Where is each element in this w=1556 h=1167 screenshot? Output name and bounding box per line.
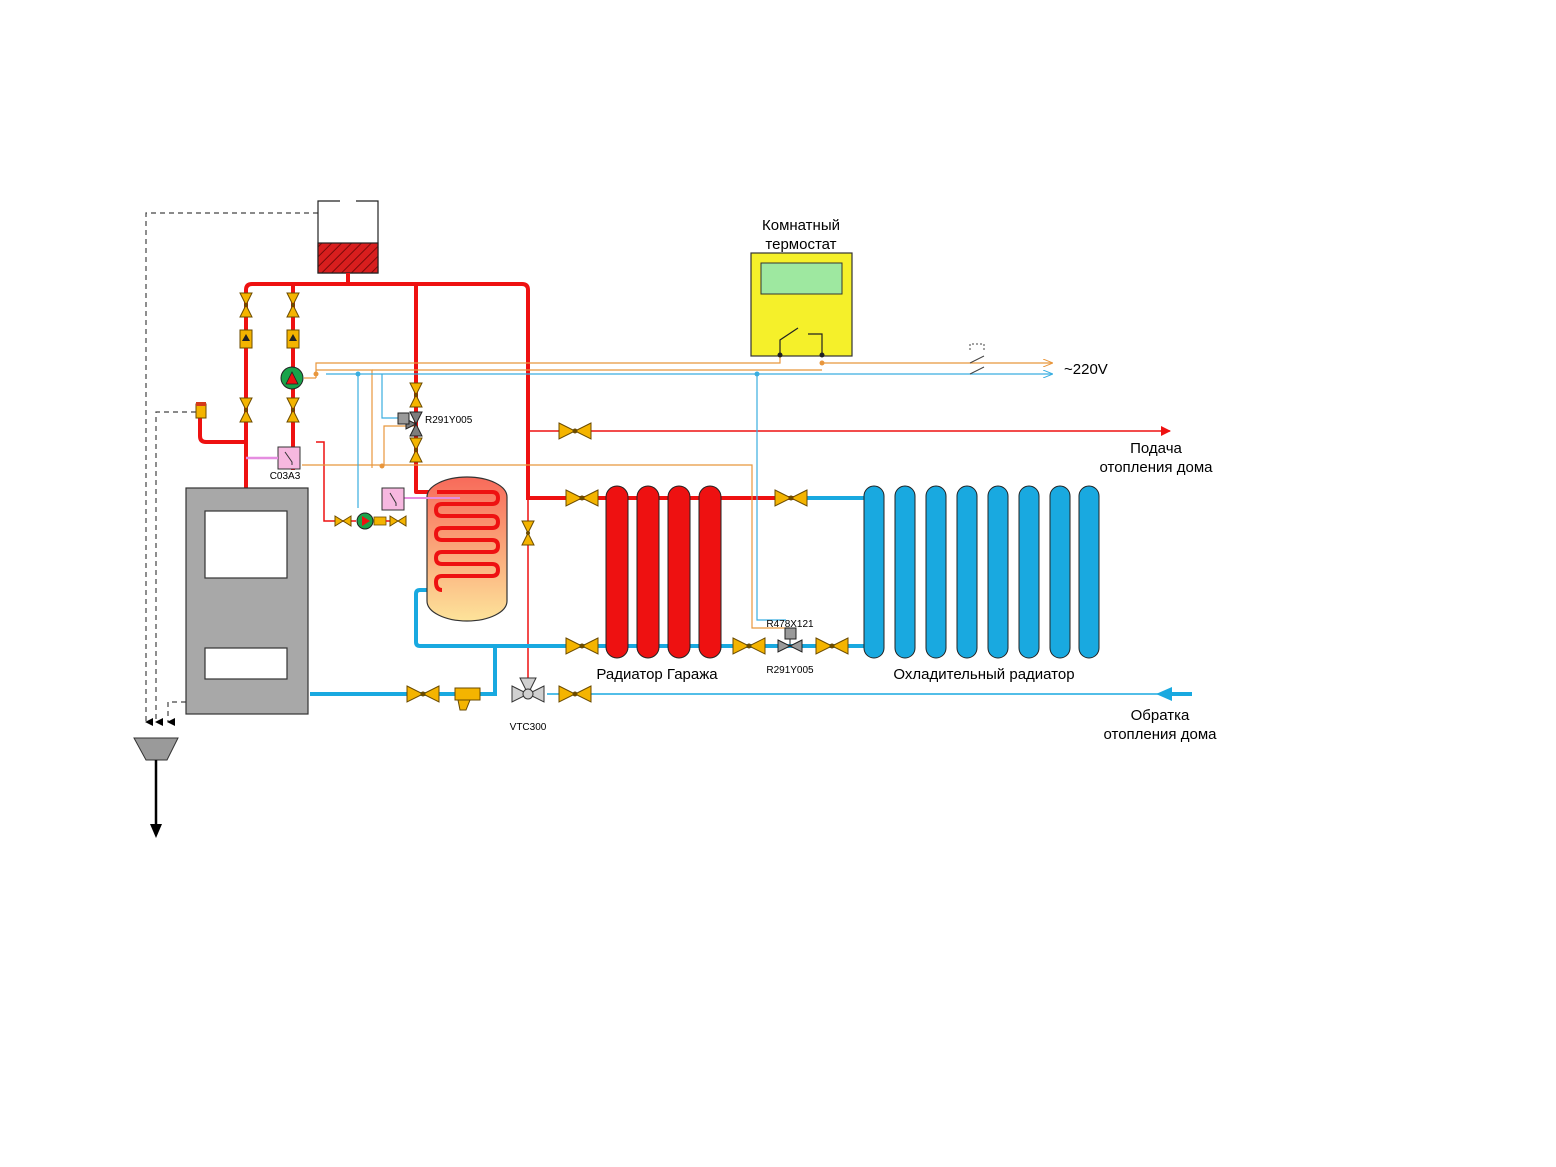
- valve-r291-top-label: R291Y005: [425, 415, 473, 426]
- three-way-valve-top-icon: [397, 411, 423, 437]
- mixing-valve-vtc300-icon: [511, 677, 545, 703]
- boiler: [185, 487, 309, 715]
- supply-label-line2: отопления дома: [1100, 459, 1214, 476]
- sensor-c03a3-icon: [246, 446, 301, 470]
- garage-radiator: [605, 485, 722, 659]
- expansion-tank: [317, 200, 379, 274]
- sensor-c03a3-label: C03A3: [270, 471, 301, 482]
- check-valve-left-icon: [239, 329, 253, 349]
- supply-label-line1: Подача: [1130, 440, 1182, 457]
- line-junctions: [313, 360, 825, 469]
- drain-funnel: [133, 737, 179, 838]
- strainer-icon: [454, 687, 481, 711]
- check-valve-right-icon: [286, 329, 300, 349]
- drain-lines: [145, 212, 318, 726]
- return-arrow: [1156, 687, 1192, 701]
- zone-valve-icon: [777, 627, 803, 653]
- safety-valve-icon: [195, 402, 207, 419]
- valve-r291-bottom-label: R291Y005: [766, 665, 814, 676]
- room-thermostat: [750, 252, 853, 358]
- signal-lines: [326, 374, 1052, 621]
- pump-dhw-icon: [348, 512, 392, 530]
- thermostat-title-line1: Комнатный: [762, 217, 840, 234]
- return-label-line1: Обратка: [1131, 707, 1190, 724]
- sensor-tank-icon: [381, 487, 405, 511]
- cooling-radiator: [863, 485, 1100, 659]
- voltage-label: ~220V: [1064, 361, 1108, 378]
- pump-main-icon: [280, 366, 304, 390]
- cooling-radiator-label: Охладительный радиатор: [893, 666, 1074, 683]
- hot-water-tank: [402, 476, 508, 622]
- thermostat-title-line2: термостат: [765, 236, 836, 253]
- power-lines: [302, 355, 1052, 629]
- switch-symbol: [969, 343, 985, 375]
- valve-vtc300-label: VTC300: [510, 722, 547, 733]
- garage-radiator-label: Радиатор Гаража: [596, 666, 718, 683]
- return-label-line2: отопления дома: [1104, 726, 1218, 743]
- actuator-r478-label: R478X121: [766, 619, 814, 630]
